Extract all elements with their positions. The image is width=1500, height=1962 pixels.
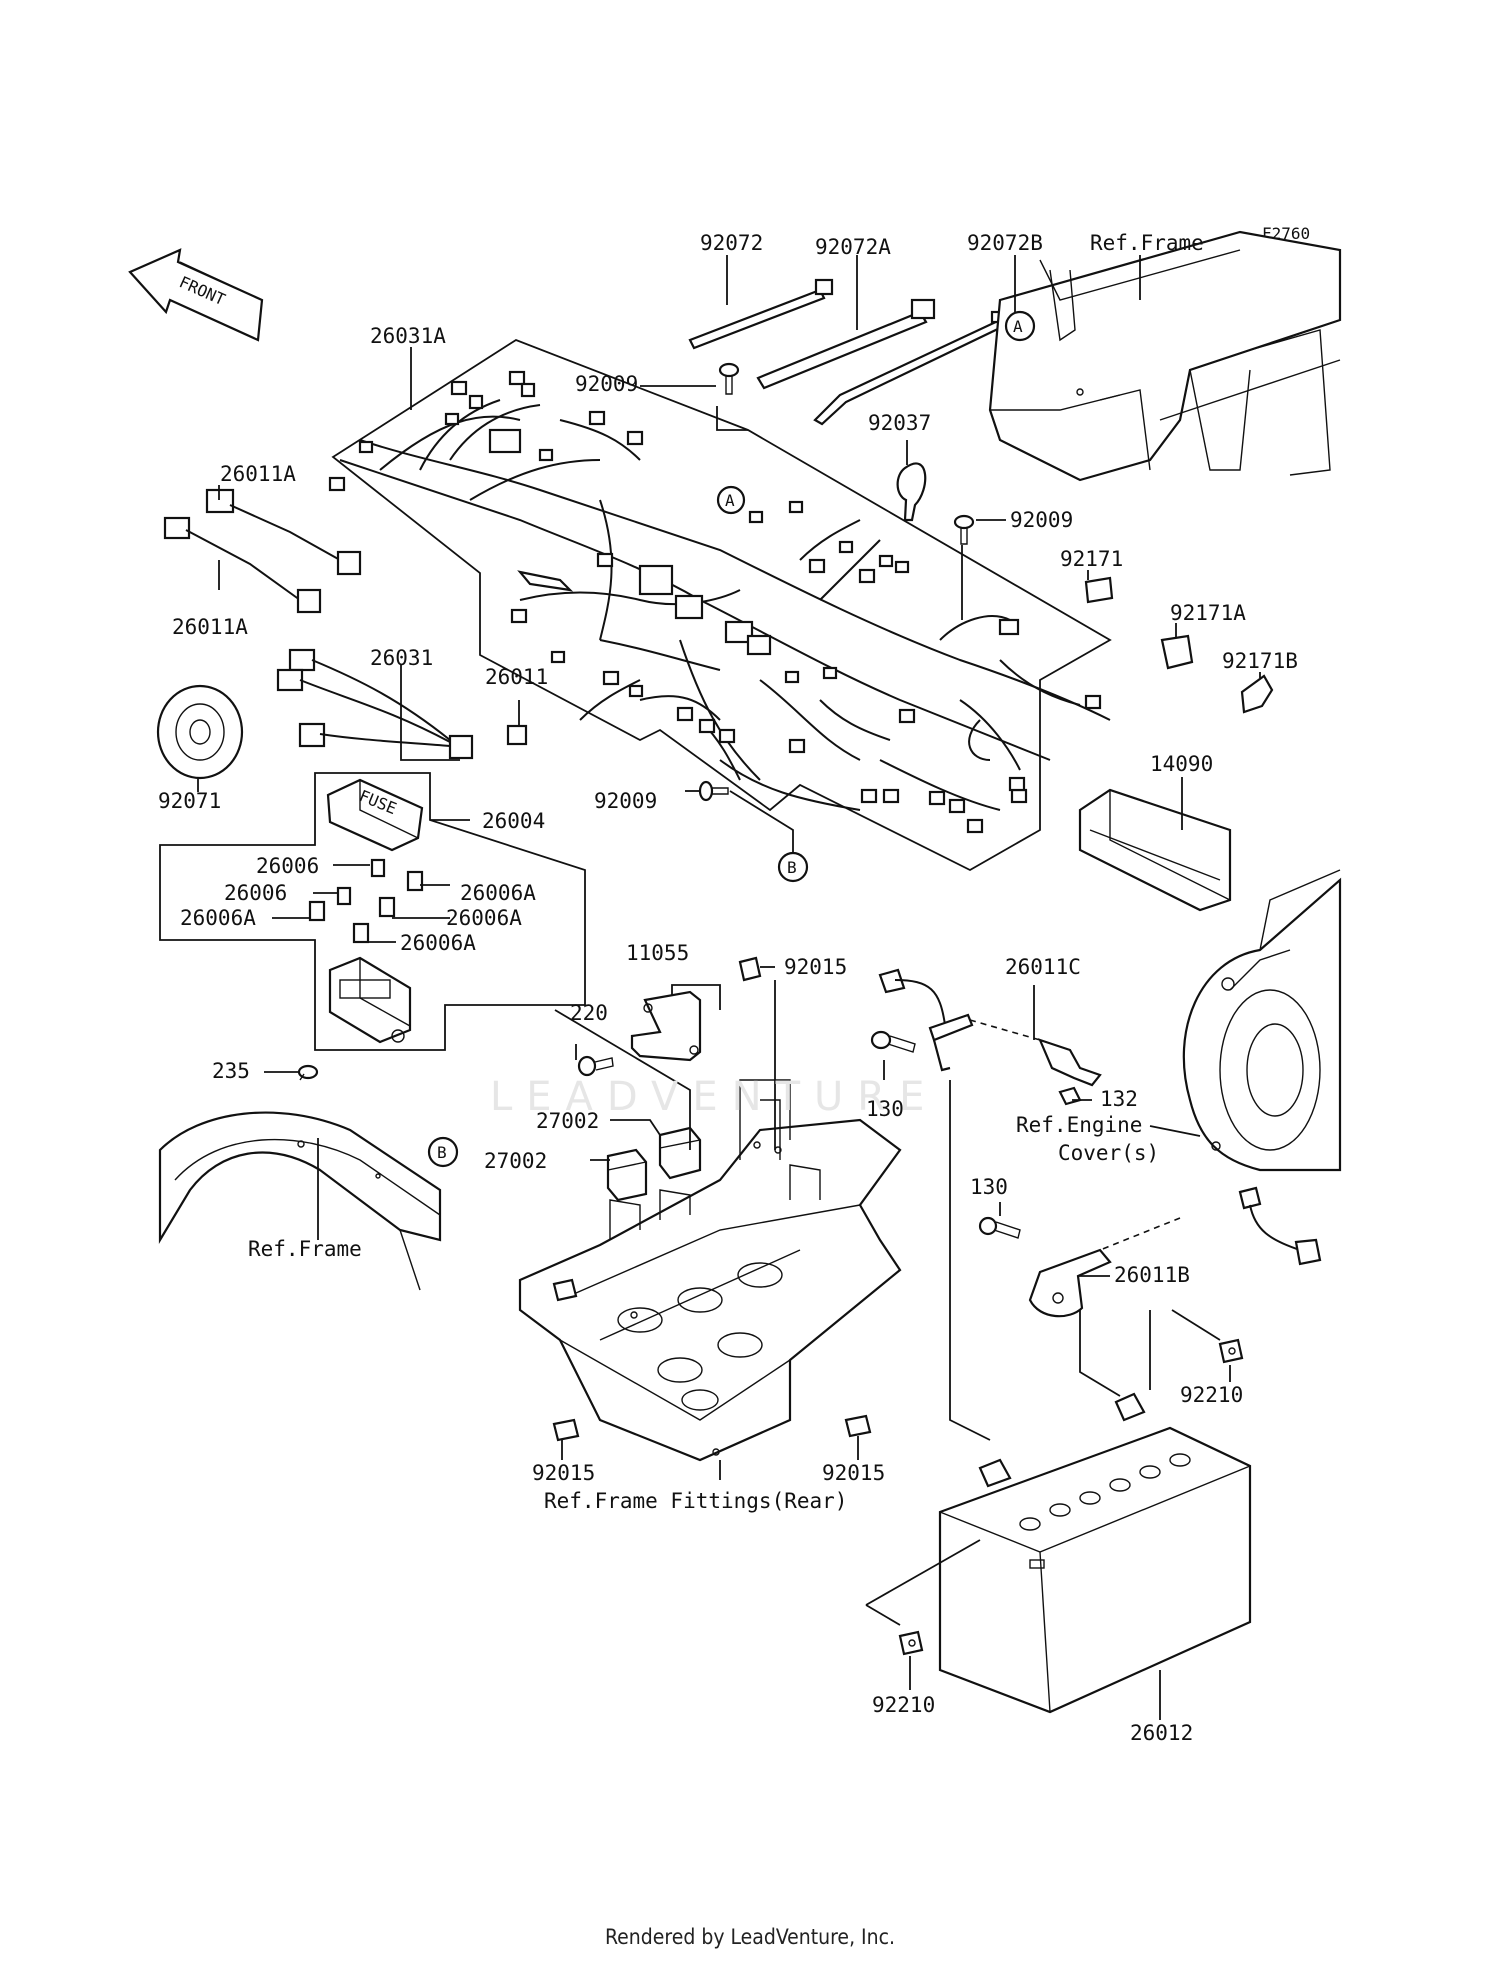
label-130-upper: 130	[866, 1097, 904, 1121]
connector-26011-icon	[506, 724, 528, 746]
fuses-26006-icon	[308, 858, 424, 944]
clamp-92037-icon	[896, 462, 927, 522]
bolt-92009-low-icon	[698, 780, 729, 802]
label-26006-lower: 26006	[224, 881, 287, 905]
label-92071: 92071	[158, 789, 221, 813]
label-ref-frame-fittings: Ref.Frame Fittings(Rear)	[544, 1489, 847, 1513]
label-27002-lower: 27002	[484, 1149, 547, 1173]
bolt-92009-top-icon	[718, 362, 740, 395]
battery-tray-icon	[518, 1079, 902, 1462]
label-ref-engine: Ref.Engine	[1016, 1113, 1142, 1137]
label-92072b: 92072B	[967, 231, 1043, 255]
main-harness-26031a-icon	[339, 399, 1111, 811]
battery-26012-icon	[938, 1392, 1252, 1714]
bolt-130-upper-icon	[870, 1030, 916, 1053]
label-14090: 14090	[1150, 752, 1213, 776]
clip-92171a-icon	[1160, 634, 1194, 670]
clip-92015-bottom-right-icon	[844, 1414, 872, 1438]
fuse-box-cover-26004-icon: FUSE	[326, 778, 424, 852]
label-92037: 92037	[868, 411, 931, 435]
engine-cover-icon	[1182, 869, 1342, 1172]
cable-26011c-icon	[878, 968, 1102, 1087]
clip-92171b-icon	[1240, 674, 1274, 714]
label-92015-bottom-left: 92015	[532, 1461, 595, 1485]
watermark: LEADVENTURE	[490, 1074, 938, 1120]
label-92009-top: 92009	[575, 372, 638, 396]
harness-outline	[331, 338, 1112, 872]
bolt-220-icon	[577, 1055, 614, 1077]
clip-92015-bottom-left-icon	[552, 1418, 580, 1442]
clip-92015-top-icon	[738, 956, 762, 982]
harness-connectors-icon	[328, 370, 1102, 834]
bolt-130-lower-icon	[978, 1216, 1021, 1239]
label-92072a: 92072A	[815, 235, 891, 259]
ref-frame-left-icon	[158, 1111, 442, 1291]
screw-235-icon	[297, 1064, 319, 1081]
label-92015-top: 92015	[784, 955, 847, 979]
clip-92171-icon	[1084, 576, 1114, 604]
relay-27002-upper-icon	[658, 1126, 702, 1180]
label-92072: 92072	[700, 231, 763, 255]
front-arrow-icon: FRONT	[128, 248, 264, 342]
harness-26031-icon	[276, 648, 474, 760]
sub-harness-26011a-icon	[163, 488, 362, 614]
cable-tie-92072-icon	[688, 278, 834, 350]
label-11055: 11055	[626, 941, 689, 965]
label-220: 220	[570, 1001, 608, 1025]
nut-132-icon	[1058, 1086, 1082, 1106]
label-26011a-lower: 26011A	[172, 615, 248, 639]
label-132: 132	[1100, 1087, 1138, 1111]
footer-credit: Rendered by LeadVenture, Inc.	[605, 1925, 895, 1949]
callout-b-harness-text: B	[787, 858, 797, 877]
label-235: 235	[212, 1059, 250, 1083]
relay-27002-lower-icon	[606, 1148, 648, 1202]
callout-a-frame-text: A	[1013, 317, 1023, 336]
label-ref-engine-cover: Cover(s)	[1058, 1141, 1159, 1165]
label-26012: 26012	[1130, 1721, 1193, 1745]
label-26006a-right-upper: 26006A	[460, 881, 536, 905]
label-26011a-upper: 26011A	[220, 462, 296, 486]
label-26031a: 26031A	[370, 324, 446, 348]
fuse-box-base-icon	[328, 956, 412, 1044]
label-92009-mid: 92009	[1010, 508, 1073, 532]
label-130-lower: 130	[970, 1175, 1008, 1199]
nut-92210-right-icon	[1218, 1338, 1244, 1364]
callout-a-frame	[1004, 310, 1036, 342]
callout-a-harness-text: A	[725, 491, 735, 510]
cable-26011b-icon	[1028, 1186, 1322, 1318]
label-92171a: 92171A	[1170, 601, 1246, 625]
ref-frame-top-icon	[988, 230, 1342, 482]
label-ref-frame-top: Ref.Frame	[1090, 231, 1204, 255]
label-92171: 92171	[1060, 547, 1123, 571]
nut-92210-left-icon	[898, 1630, 924, 1656]
cable-tie-92072a-icon	[756, 298, 936, 390]
label-92009-low: 92009	[594, 789, 657, 813]
callout-b-frame	[427, 1136, 459, 1168]
label-92210-right: 92210	[1180, 1383, 1243, 1407]
label-26006a-left: 26006A	[180, 906, 256, 930]
callout-b-frame-text: B	[437, 1143, 447, 1162]
label-26031: 26031	[370, 646, 433, 670]
label-26006a-bottom: 26006A	[400, 931, 476, 955]
label-26004: 26004	[482, 809, 545, 833]
label-92015-bottom-right: 92015	[822, 1461, 885, 1485]
bracket-11055-icon	[630, 990, 702, 1062]
label-26011c: 26011C	[1005, 955, 1081, 979]
label-26006a-right-mid: 26006A	[446, 906, 522, 930]
label-ref-frame-left: Ref.Frame	[248, 1237, 362, 1261]
label-26011: 26011	[485, 665, 548, 689]
label-92171b: 92171B	[1222, 649, 1298, 673]
leader-lines	[197, 255, 1261, 1720]
clip-92015-left-icon	[552, 1278, 578, 1302]
label-26011b: 26011B	[1114, 1263, 1190, 1287]
grommet-92071-icon	[156, 684, 244, 780]
cover-14090-icon	[1078, 788, 1232, 912]
label-27002-upper: 27002	[536, 1109, 599, 1133]
part-labels: 92072 92072A 92072B Ref.Frame 26031A 920…	[158, 231, 1298, 1745]
callout-a-harness	[716, 485, 746, 515]
bolt-92009-mid-icon	[953, 514, 975, 545]
label-92210-left: 92210	[872, 1693, 935, 1717]
label-26006-upper: 26006	[256, 854, 319, 878]
